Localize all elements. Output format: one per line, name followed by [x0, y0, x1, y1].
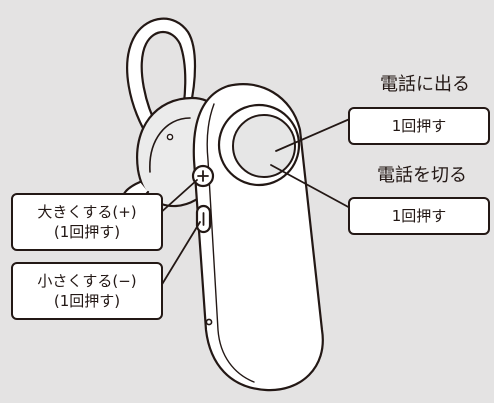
- plus-icon: [197, 170, 209, 182]
- leader-hangup: [270, 164, 353, 210]
- hang-up-heading: 電話を切る: [377, 165, 467, 186]
- volume-down-action: 小さくする(−): [37, 272, 137, 290]
- answer-call-heading: 電話に出る: [380, 74, 470, 95]
- answer-call-action: 1回押す: [391, 117, 447, 135]
- volume-up-press: (1回押す): [53, 223, 121, 241]
- volume-down-callout: 小さくする(−) (1回押す): [11, 262, 163, 320]
- volume-down-press: (1回押す): [53, 292, 121, 310]
- answer-call-callout: 1回押す: [348, 107, 490, 145]
- ear-cushion-hole: [166, 133, 174, 141]
- volume-up-callout: 大きくする(+) (1回押す): [11, 193, 163, 251]
- microphone-hole: [205, 318, 213, 326]
- leader-answer: [275, 117, 353, 152]
- hang-up-callout: 1回押す: [348, 197, 490, 235]
- volume-up-action: 大きくする(+): [37, 203, 137, 221]
- leader-volume-up: [157, 179, 198, 216]
- hang-up-action: 1回押す: [391, 207, 447, 225]
- leader-volume-down: [160, 221, 201, 287]
